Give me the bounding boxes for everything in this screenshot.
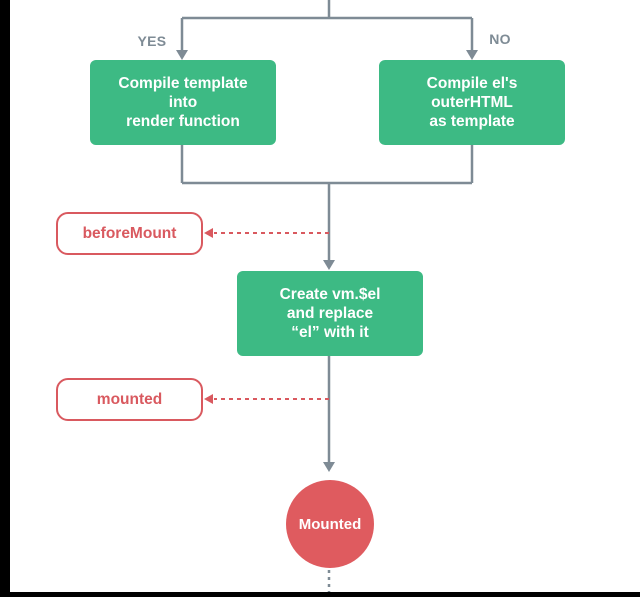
mounted-state-circle: Mounted xyxy=(286,480,374,568)
arrow-head-yes xyxy=(176,50,188,60)
hook-arrow-mounted xyxy=(204,394,213,404)
before-mount-hook: beforeMount xyxy=(56,212,203,255)
compile-outer-html-step: Compile el's outerHTML as template xyxy=(379,60,565,145)
no-branch-label: NO xyxy=(489,31,511,47)
hook-arrow-before-mount xyxy=(204,228,213,238)
arrow-head-create xyxy=(323,260,335,270)
create-el-step: Create vm.$el and replace “el” with it xyxy=(237,271,423,356)
arrow-head-mounted xyxy=(323,462,335,472)
compile-template-step: Compile template into render function xyxy=(90,60,276,145)
mounted-hook: mounted xyxy=(56,378,203,421)
arrow-head-no xyxy=(466,50,478,60)
yes-branch-label: YES xyxy=(137,33,167,49)
